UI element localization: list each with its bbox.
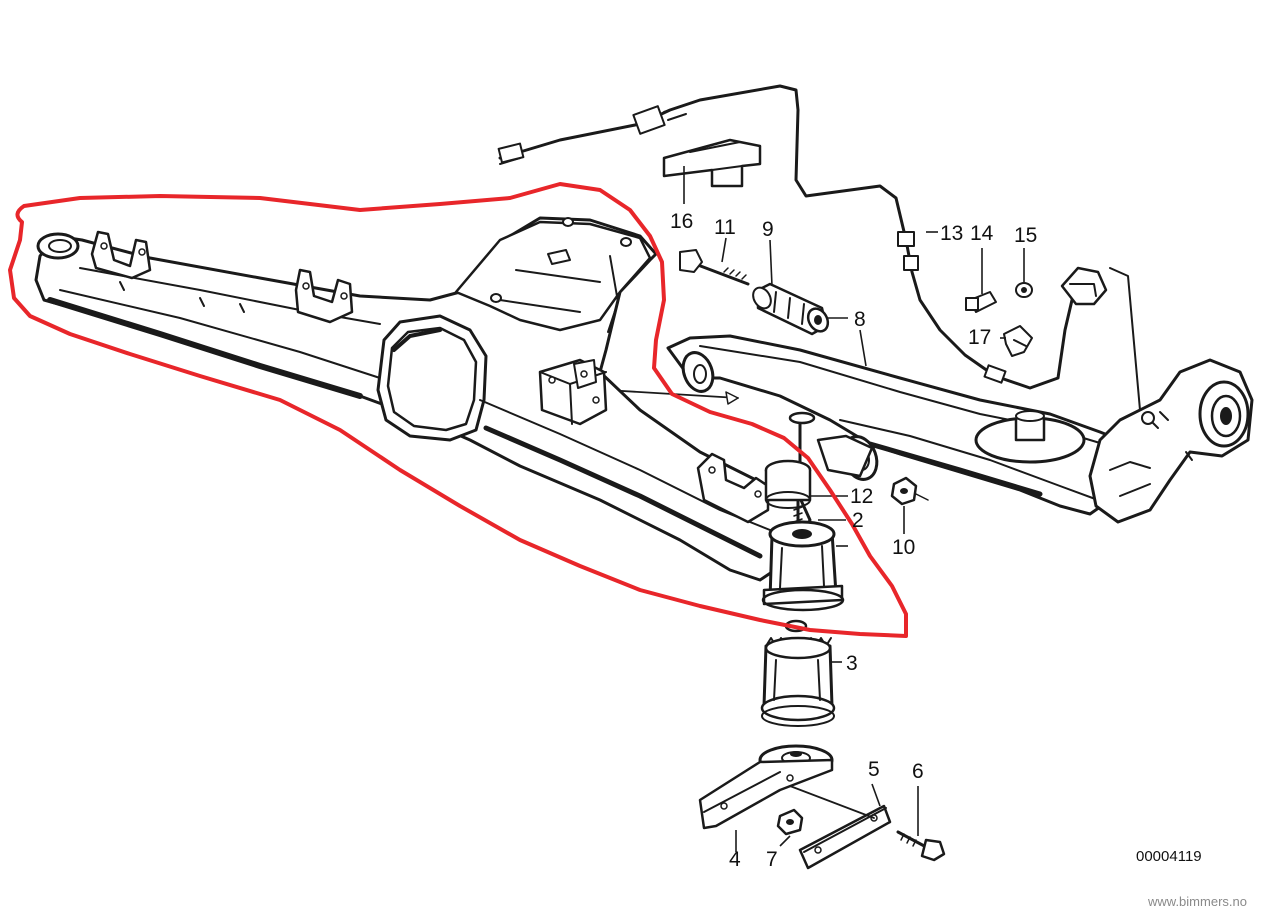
rear-axle-subframe [34,216,812,582]
label-7: 7 [766,848,778,871]
label-17: 17 [968,326,991,349]
trailing-arm [666,334,1254,524]
label-14: 14 [970,222,994,245]
rubber-mount-3 [760,619,836,727]
clip-17 [1003,325,1033,357]
label-5: 5 [868,758,880,781]
rubber-mount-2 [761,520,845,612]
abs-sensor [1060,266,1141,411]
leader-lines [683,166,1025,852]
nut-7 [776,808,804,836]
highlight-outline [8,182,908,638]
label-6: 6 [912,760,924,783]
mount-bracket-4 [698,744,834,830]
abs-sensor-cable [497,84,1074,390]
nut-10 [890,476,929,506]
bolt-6 [896,830,946,862]
label-15: 15 [1014,224,1037,247]
cable-bracket-16 [662,138,762,188]
strap-5 [789,785,892,870]
label-16: 16 [670,210,693,233]
label-4: 4 [729,848,741,871]
label-8: 8 [854,308,866,331]
bolt-11 [679,249,750,286]
label-13: 13 [940,222,963,245]
label-3: 3 [846,652,858,675]
label-10: 10 [892,536,915,559]
label-12: 12 [850,485,873,508]
bolt-14 [965,291,997,313]
washer-15 [1015,282,1033,298]
upper-rubber-mount [764,459,812,509]
label-9: 9 [762,218,774,241]
watermark-text: www.bimmers.no [1147,894,1247,909]
diagram-reference-number: 00004119 [1136,848,1202,865]
label-2: 2 [852,509,864,532]
rubber-bushing-9 [752,282,830,336]
label-11: 11 [714,216,736,239]
